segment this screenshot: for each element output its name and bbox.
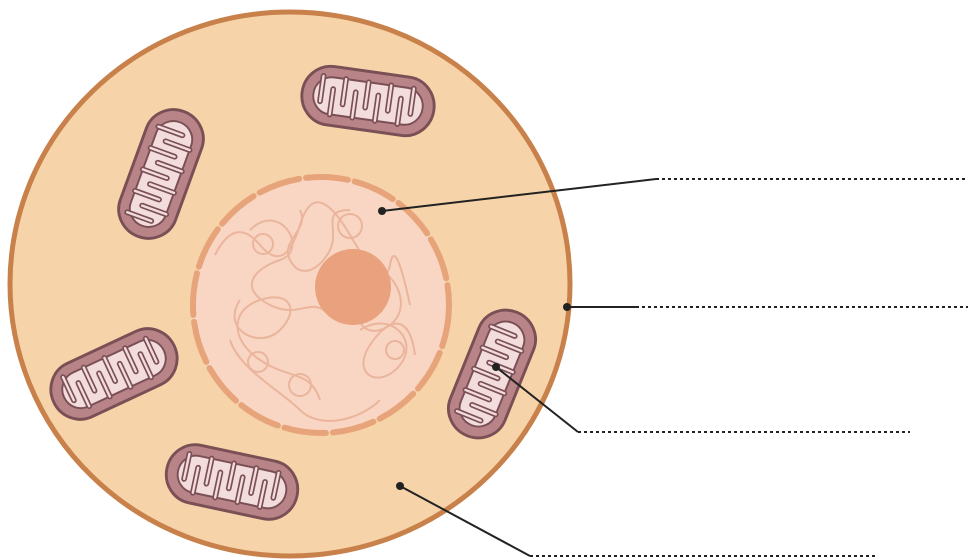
nucleus — [193, 177, 449, 433]
nucleolus — [315, 249, 391, 325]
label-cell-membrane — [563, 303, 968, 311]
